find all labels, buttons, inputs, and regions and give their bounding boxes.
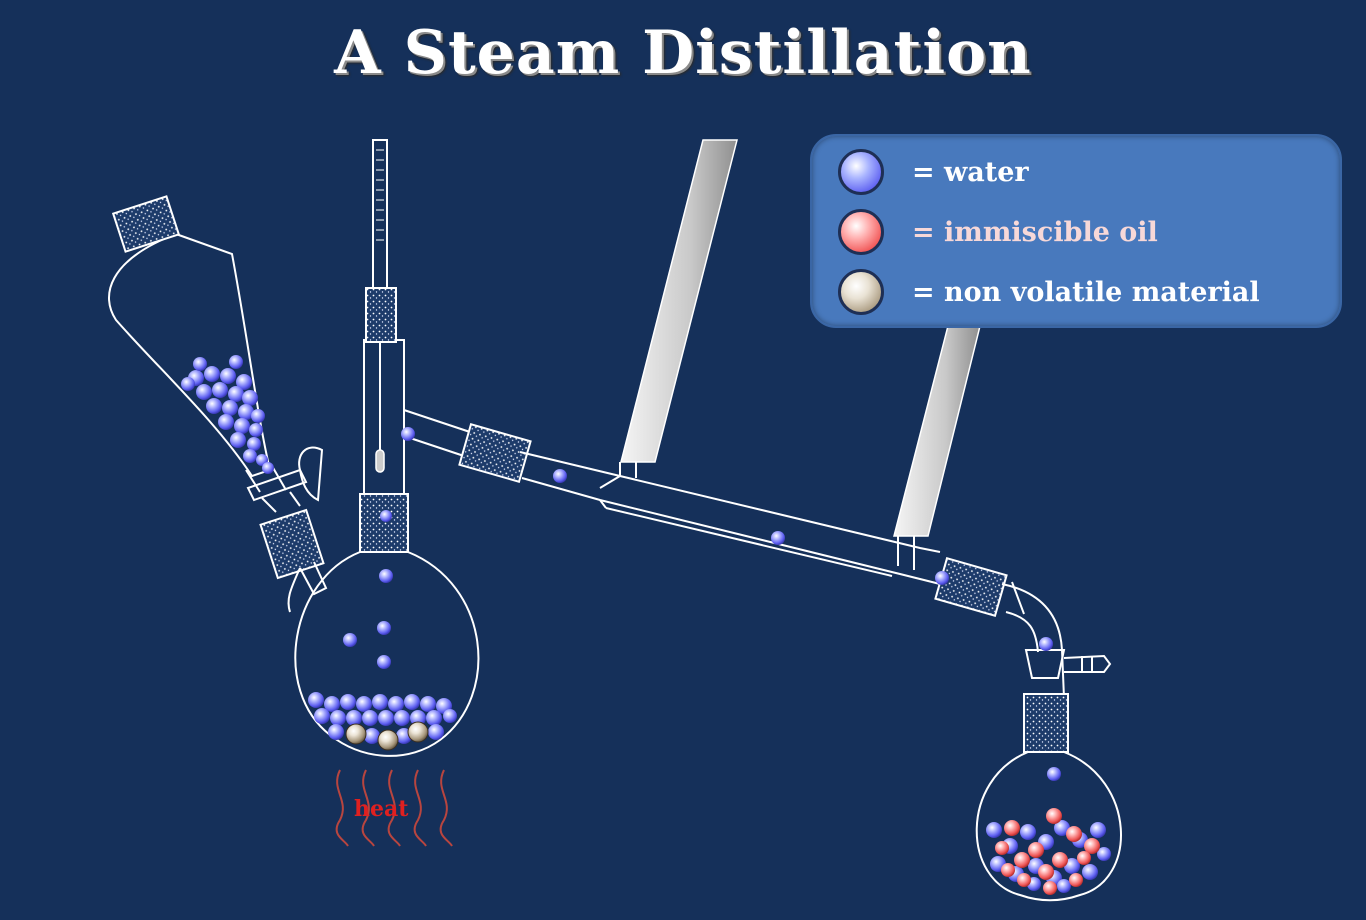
flask-neck-joint	[359, 493, 409, 553]
funnel-stem-joint	[259, 508, 328, 596]
legend: = water = immiscible oil = non volatile …	[810, 134, 1342, 328]
heat-waves-icon	[335, 769, 453, 847]
condenser-hose-lower	[893, 325, 981, 537]
nonvolatile-ball-icon	[838, 269, 884, 315]
adapter-joint	[934, 557, 1008, 617]
thermometer-icon	[365, 139, 397, 473]
legend-row-water: = water	[838, 144, 1029, 200]
receiver-oil-cluster	[995, 808, 1100, 895]
condenser-hose-upper	[620, 139, 738, 463]
funnel-water-cluster	[181, 355, 274, 474]
legend-row-oil: = immiscible oil	[838, 204, 1158, 260]
separatory-funnel-icon	[108, 195, 324, 513]
flask-water-cluster	[308, 510, 457, 744]
legend-label-nonvolatile: = non volatile material	[912, 276, 1260, 308]
receiving-flask-icon	[975, 751, 1122, 902]
water-ball-icon	[838, 149, 884, 195]
heat-label: heat	[354, 796, 409, 822]
oil-ball-icon	[838, 209, 884, 255]
side-arm-joint	[458, 423, 532, 483]
legend-row-nonvolatile: = non volatile material	[838, 264, 1260, 320]
legend-label-water: = water	[912, 156, 1029, 188]
vacuum-adapter	[1001, 581, 1112, 699]
flask-nonvolatile-cluster	[345, 721, 429, 751]
condenser-icon	[519, 451, 941, 585]
legend-label-oil: = immiscible oil	[912, 216, 1158, 248]
receiver-neck-joint	[1023, 693, 1069, 753]
vapor-droplets	[401, 427, 1061, 781]
page-title: A Steam Distillation	[334, 18, 1032, 88]
